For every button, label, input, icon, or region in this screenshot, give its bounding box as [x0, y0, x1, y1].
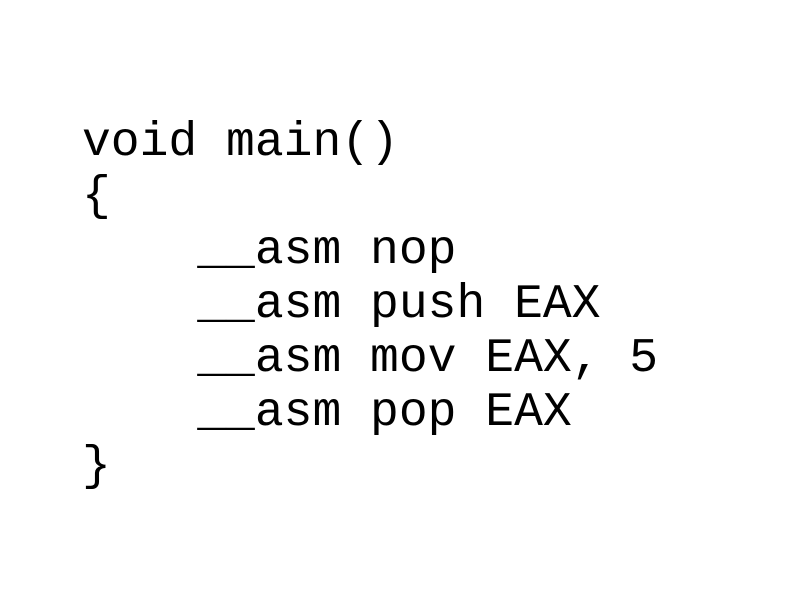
code-block: void main() { __asm nop __asm push EAX _… [82, 116, 658, 494]
code-line-asm-nop: __asm nop [82, 224, 457, 278]
code-line-function-signature: void main() [82, 116, 399, 170]
code-line-asm-pop: __asm pop EAX [82, 386, 572, 440]
code-line-asm-mov: __asm mov EAX, 5 [82, 332, 659, 386]
code-line-asm-push: __asm push EAX [82, 278, 601, 332]
code-line-close-brace: } [82, 440, 111, 494]
code-line-open-brace: { [82, 170, 111, 224]
